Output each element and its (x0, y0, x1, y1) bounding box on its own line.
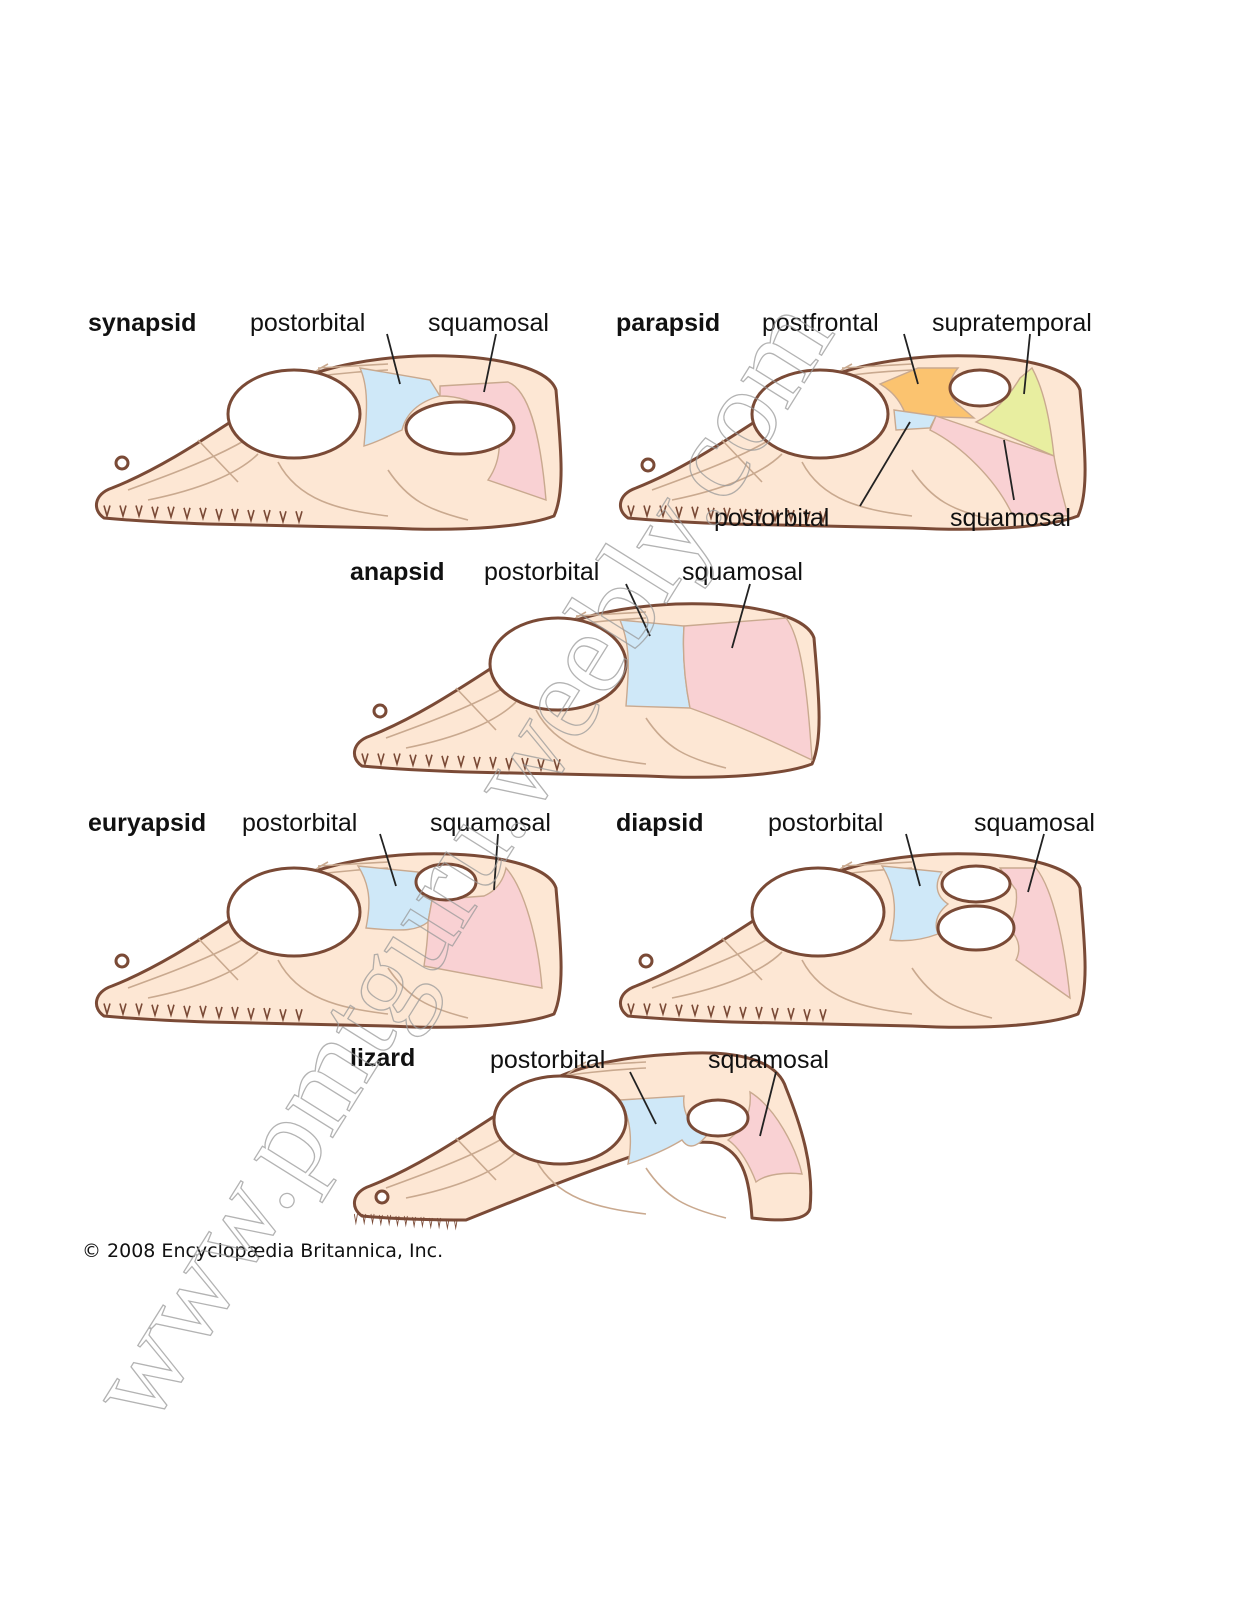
anapsid-squamosal-bone (682, 617, 813, 762)
diapsid-title: diapsid (616, 809, 704, 837)
euryapsid-squamosal-leader (493, 833, 499, 891)
euryapsid-postorbital-leader (379, 833, 397, 887)
diapsid-orbit (750, 866, 886, 958)
parapsid-postfrontal-bone (878, 367, 976, 419)
euryapsid-nostril (114, 953, 130, 969)
synapsid-title: synapsid (88, 309, 196, 337)
parapsid-postorbital-bone (893, 409, 938, 431)
diapsid-postorbital-leader (905, 833, 921, 887)
anapsid-nostril (372, 703, 388, 719)
parapsid-postfrontal-leader (903, 333, 919, 385)
parapsid-squamosal-bone (929, 415, 1069, 517)
parapsid-postfrontal-label: postfrontal (762, 309, 879, 337)
synapsid-postorbital-label: postorbital (250, 309, 365, 337)
euryapsid-orbit (226, 866, 362, 958)
synapsid-postorbital-bone (358, 367, 442, 447)
anapsid-orbit (488, 616, 628, 712)
lizard-postorbital-label: postorbital (490, 1046, 605, 1074)
euryapsid-postorbital-label: postorbital (242, 809, 357, 837)
parapsid-supratemporal-label: supratemporal (932, 309, 1092, 337)
synapsid-postorbital-leader (386, 333, 401, 385)
anapsid-panel (352, 602, 821, 779)
euryapsid-temporal-opening (414, 862, 478, 902)
lizard-nostril (374, 1189, 390, 1205)
diapsid-squamosal-label: squamosal (974, 809, 1095, 837)
lizard-squamosal-label: squamosal (708, 1046, 829, 1074)
synapsid-squamosal-label: squamosal (428, 309, 549, 337)
euryapsid-panel (94, 852, 563, 1029)
diapsid-nostril (638, 953, 654, 969)
parapsid-supratemporal-leader (1023, 333, 1031, 395)
synapsid-nostril (114, 455, 130, 471)
lizard-orbit (492, 1074, 628, 1166)
diapsid-panel (618, 852, 1087, 1029)
lizard-squamosal-leader (759, 1071, 777, 1137)
anapsid-postorbital-leader (625, 583, 651, 637)
lizard-panel (352, 1051, 813, 1229)
synapsid-squamosal-leader (483, 333, 497, 393)
euryapsid-squamosal-bone (423, 866, 543, 989)
parapsid-squamosal-label: squamosal (950, 504, 1071, 532)
euryapsid-title: euryapsid (88, 809, 206, 837)
synapsid-temporal-opening (404, 400, 516, 456)
diapsid-squamosal-bone (998, 867, 1071, 1000)
diapsid-squamosal-leader (1027, 833, 1045, 893)
lizard-title: lizard (350, 1044, 415, 1072)
anapsid-postorbital-label: postorbital (484, 558, 599, 586)
diapsid-postorbital-label: postorbital (768, 809, 883, 837)
synapsid-orbit (226, 368, 362, 460)
lizard-postorbital-leader (629, 1071, 657, 1125)
parapsid-postorbital-leader (859, 421, 911, 507)
parapsid-panel (618, 354, 1087, 531)
parapsid-temporal-opening (948, 368, 1012, 408)
diapsid-upper-temporal-opening (940, 864, 1012, 904)
anapsid-squamosal-label: squamosal (682, 558, 803, 586)
anapsid-title: anapsid (350, 558, 444, 586)
synapsid-panel (94, 354, 563, 531)
parapsid-orbit (750, 368, 890, 460)
diapsid-lower-temporal-opening (936, 904, 1016, 952)
copyright-notice: © 2008 Encyclopædia Britannica, Inc. (82, 1240, 443, 1262)
parapsid-squamosal-leader (1003, 439, 1015, 501)
parapsid-nostril (640, 457, 656, 473)
euryapsid-squamosal-label: squamosal (430, 809, 551, 837)
lizard-temporal-opening (686, 1098, 750, 1138)
anapsid-squamosal-leader (731, 583, 751, 649)
parapsid-title: parapsid (616, 309, 720, 337)
parapsid-postorbital-label: postorbital (714, 504, 829, 532)
